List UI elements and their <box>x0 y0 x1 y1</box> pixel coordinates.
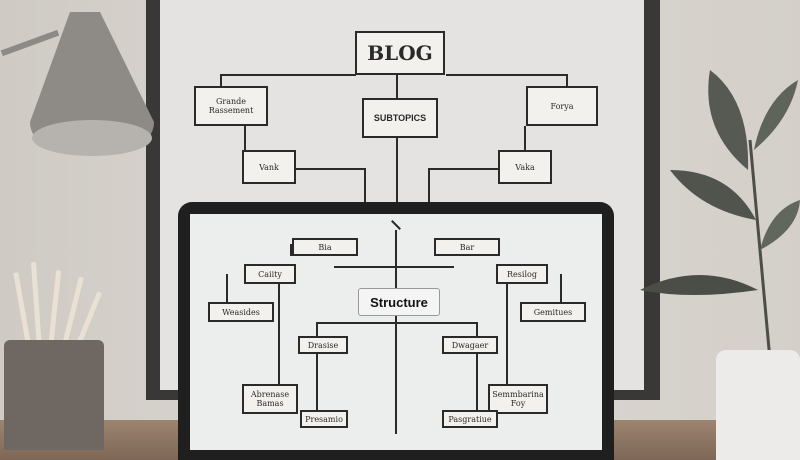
diagram-node: Forya <box>526 86 598 126</box>
laptop-screen: Bia Bar Caiity Resilog Weasides Gemitues… <box>190 214 602 450</box>
diagram-node: Presamio <box>300 410 348 428</box>
connector <box>220 74 222 86</box>
connector <box>560 274 562 314</box>
connector <box>220 74 356 76</box>
desk-lamp <box>30 12 154 156</box>
arrow-up-icon <box>391 220 401 230</box>
connector <box>396 74 398 204</box>
connector <box>476 322 478 412</box>
diagram-node: Caiity <box>244 264 296 284</box>
connector <box>428 168 430 204</box>
connector <box>278 264 280 394</box>
connector <box>334 266 454 268</box>
diagram-node: Bia <box>292 238 358 256</box>
diagram-node: Vaka <box>498 150 552 184</box>
connector <box>506 264 508 394</box>
diagram-node: Weasides <box>208 302 274 322</box>
diagram-node: Resilog <box>496 264 548 284</box>
diagram-node: Drasise <box>298 336 348 354</box>
connector <box>244 126 246 150</box>
pencil-cup <box>4 340 104 450</box>
plant-pot <box>716 350 800 460</box>
diagram-node: Vank <box>242 150 296 184</box>
diagram-node: Pasgratiue <box>442 410 498 428</box>
connector <box>296 168 366 170</box>
connector <box>428 168 500 170</box>
subtopics-box: SUBTOPICS <box>362 98 438 138</box>
connector <box>316 322 476 324</box>
connector <box>364 168 366 204</box>
diagram-node: Gemitues <box>520 302 586 322</box>
diagram-node: Dwagaer <box>442 336 498 354</box>
blog-title-box: BLOG <box>355 31 445 75</box>
plant <box>640 70 800 360</box>
connector <box>566 74 568 86</box>
connector <box>395 230 397 434</box>
diagram-node: Bar <box>434 238 500 256</box>
connector <box>524 126 526 150</box>
diagram-node: Grande Rassement <box>194 86 268 126</box>
diagram-node: Abrenase Bamas <box>242 384 298 414</box>
structure-label: Structure <box>358 288 440 316</box>
connector <box>226 274 228 314</box>
diagram-node: Semmbarina Foy <box>488 384 548 414</box>
connector <box>446 74 568 76</box>
connector <box>316 322 318 412</box>
connector <box>290 244 292 256</box>
